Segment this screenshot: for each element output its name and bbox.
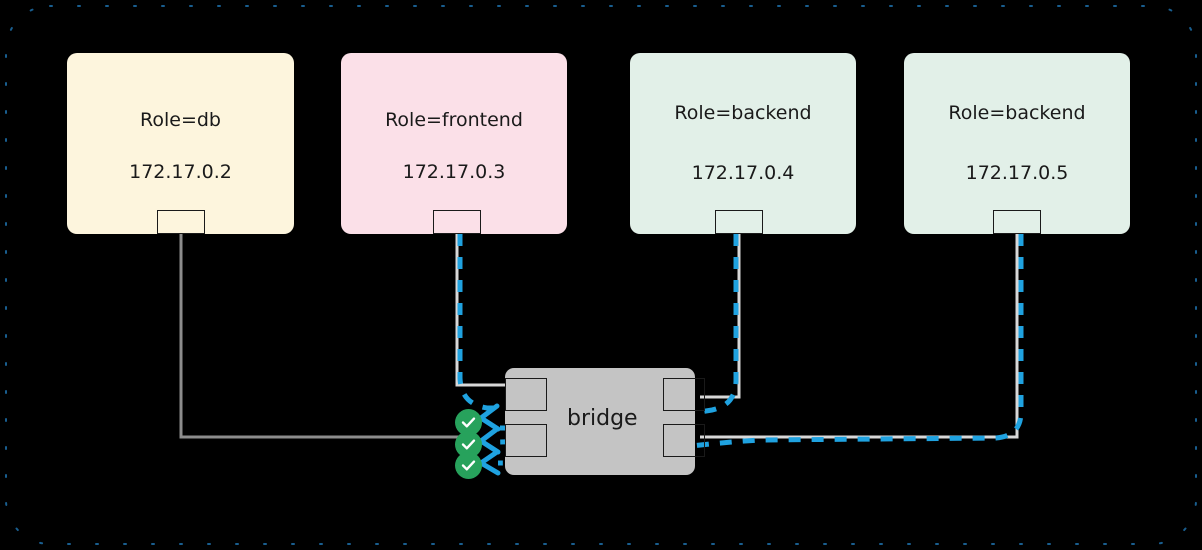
- node-ip-label: 172.17.0.2: [129, 161, 232, 183]
- node-box-backend-4[interactable]: Role=backend 172.17.0.4: [630, 53, 856, 234]
- node-role-label: Role=backend: [948, 102, 1086, 124]
- check-icon: [461, 460, 476, 471]
- link-grey-db: [179, 234, 470, 439]
- link-grey-backend-4: [700, 234, 741, 399]
- node-role-label: Role=backend: [674, 102, 812, 124]
- node-ip-label: 172.17.0.4: [691, 162, 795, 184]
- bridge-port-right-top[interactable]: [663, 378, 705, 411]
- bridge-label: bridge: [567, 406, 638, 431]
- bridge-port-left-top[interactable]: [505, 378, 547, 411]
- node-ip-label: 172.17.0.5: [965, 162, 1069, 184]
- node-box-frontend[interactable]: Role=frontend 172.17.0.3: [341, 53, 567, 234]
- node-box-backend-5[interactable]: Role=backend 172.17.0.5: [904, 53, 1130, 234]
- node-role-label: Role=frontend: [385, 109, 523, 131]
- flow-frontend: [457, 234, 574, 431]
- check-icon: [461, 439, 476, 450]
- link-grey-backend-5: [700, 234, 1019, 439]
- node-ip-label: 172.17.0.3: [402, 161, 506, 183]
- flow-arrowheads: [478, 403, 501, 476]
- check-badge-3[interactable]: [455, 452, 482, 479]
- node-box-db[interactable]: Role=db 172.17.0.2: [67, 53, 294, 234]
- node-role-label: Role=db: [140, 109, 221, 131]
- node-port-db[interactable]: [157, 210, 205, 234]
- node-port-frontend[interactable]: [433, 210, 481, 234]
- node-port-backend-4[interactable]: [715, 210, 763, 234]
- node-port-backend-5[interactable]: [993, 210, 1041, 234]
- selection-outline: [5, 5, 1197, 545]
- flow-backend-5: [498, 234, 1024, 466]
- bridge-port-left-bottom[interactable]: [505, 424, 547, 457]
- link-grey-frontend: [455, 234, 505, 387]
- check-icon: [461, 417, 476, 428]
- bridge-port-right-bottom[interactable]: [663, 424, 705, 457]
